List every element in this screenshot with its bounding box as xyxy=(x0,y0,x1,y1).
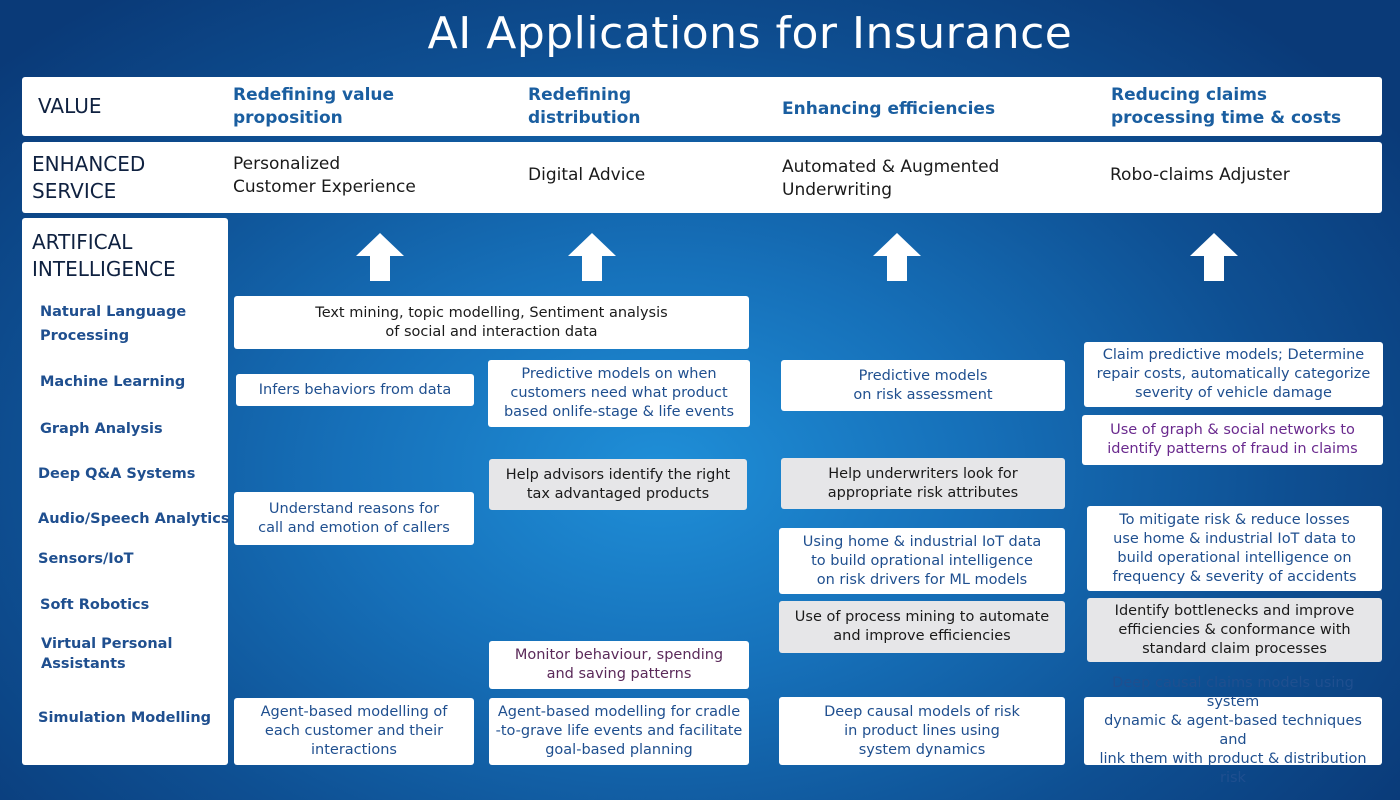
service-row-label: ENHANCED SERVICE xyxy=(32,152,146,203)
page-title: AI Applications for Insurance xyxy=(427,8,1073,59)
tech-sensors-iot: Sensors/IoT xyxy=(38,551,134,567)
ai-panel xyxy=(22,218,228,765)
value-heading-1: Redefining value proposition xyxy=(233,85,395,128)
box-understand-callers: Understand reasons for call and emotion … xyxy=(234,492,474,545)
up-arrow-icon xyxy=(356,233,404,281)
box-bottlenecks: Identify bottlenecks and improve efficie… xyxy=(1087,598,1382,662)
value-heading-2: Redefining distribution xyxy=(528,85,641,128)
service-1: Personalized Customer Experience xyxy=(233,154,416,197)
box-help-underwriters: Help underwriters look for appropriate r… xyxy=(781,458,1065,509)
tech-audio-speech: Audio/Speech Analytics xyxy=(38,511,230,527)
box-infers-behaviors: Infers behaviors from data xyxy=(236,374,474,406)
value-row xyxy=(22,77,1382,136)
service-2: Digital Advice xyxy=(528,165,646,185)
box-graph-fraud: Use of graph & social networks to identi… xyxy=(1082,415,1383,465)
up-arrow-icon xyxy=(568,233,616,281)
tech-machine-learning: Machine Learning xyxy=(40,374,186,390)
box-iot-underwriting: Using home & industrial IoT data to buil… xyxy=(779,528,1065,594)
box-causal-claims: Deep causal claims models using system d… xyxy=(1084,675,1382,786)
service-4: Robo-claims Adjuster xyxy=(1110,165,1290,185)
tech-graph-analysis: Graph Analysis xyxy=(40,421,163,437)
box-predictive-customers: Predictive models on when customers need… xyxy=(488,360,750,427)
tech-simulation-modelling: Simulation Modelling xyxy=(38,710,212,726)
tech-virtual-assistants: Virtual Personal Assistants xyxy=(41,636,173,672)
ai-panel-label: ARTIFICAL INTELLIGENCE xyxy=(32,230,176,281)
box-nlp-text-mining: Text mining, topic modelling, Sentiment … xyxy=(234,296,749,349)
box-predictive-risk: Predictive models on risk assessment xyxy=(781,360,1065,411)
box-help-advisors: Help advisors identify the right tax adv… xyxy=(489,459,747,510)
value-row-label: VALUE xyxy=(38,94,102,118)
value-heading-3: Enhancing efficiencies xyxy=(782,99,996,119)
box-agent-customer: Agent-based modelling of each customer a… xyxy=(234,698,474,765)
tech-soft-robotics: Soft Robotics xyxy=(40,597,150,613)
box-claim-predictive: Claim predictive models; Determine repai… xyxy=(1084,342,1383,407)
box-agent-cradle: Agent-based modelling for cradle -to-gra… xyxy=(489,698,749,765)
service-row xyxy=(22,142,1382,213)
box-causal-risk: Deep causal models of risk in product li… xyxy=(779,697,1065,765)
up-arrow-icon xyxy=(1190,233,1238,281)
tech-deep-qa: Deep Q&A Systems xyxy=(38,466,196,482)
up-arrow-icon xyxy=(873,233,921,281)
box-monitor-behaviour: Monitor behaviour, spending and saving p… xyxy=(489,641,749,689)
tech-nlp: Natural Language Processing xyxy=(40,304,187,344)
value-heading-4: Reducing claims processing time & costs xyxy=(1111,85,1342,128)
box-process-mining: Use of process mining to automate and im… xyxy=(779,601,1065,653)
box-iot-claims: To mitigate risk & reduce losses use hom… xyxy=(1087,506,1382,591)
service-3: Automated & Augmented Underwriting xyxy=(782,157,1000,200)
